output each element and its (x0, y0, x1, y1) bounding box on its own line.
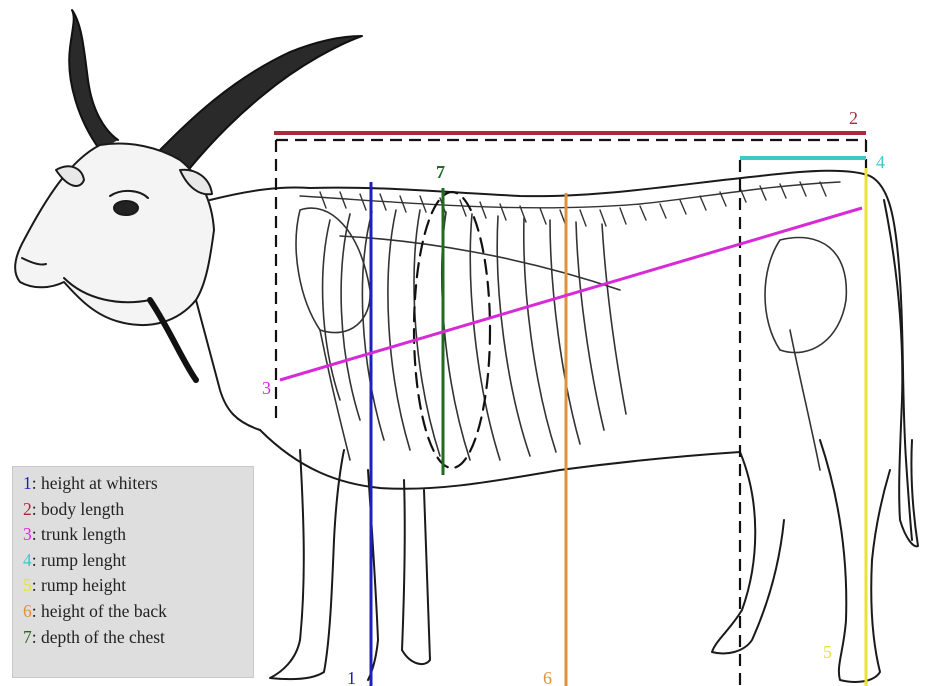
rib-cage (323, 210, 626, 460)
front-leg-right (368, 470, 430, 680)
right-horn (160, 36, 362, 168)
legend-item-number: 6 (23, 601, 32, 621)
legend-item: 4: rump lenght (23, 548, 253, 574)
marker-4: 4 (876, 152, 885, 172)
marker-2: 2 (849, 108, 858, 128)
legend-item-number: 1 (23, 473, 32, 493)
legend-item-number: 7 (23, 627, 32, 647)
tail (884, 200, 918, 546)
marker-6: 6 (543, 668, 552, 686)
body-length-frame (276, 140, 866, 686)
left-horn (69, 10, 118, 150)
legend-item-label: rump lenght (37, 550, 126, 570)
marker-1: 1 (347, 668, 356, 686)
marker-7: 7 (436, 162, 445, 182)
scapula (296, 208, 370, 332)
legend-item-label: height of the back (37, 601, 167, 621)
legend-item-number: 5 (23, 575, 32, 595)
legend-item-number: 2 (23, 499, 32, 519)
legend-item: 5: rump height (23, 573, 253, 599)
humerus (320, 330, 350, 460)
legend-item-label: depth of the chest (37, 627, 165, 647)
marker-5: 5 (823, 642, 832, 662)
marker-3: 3 (262, 378, 271, 398)
front-leg-left (270, 450, 344, 679)
pelvis (765, 238, 846, 353)
back-outline (310, 171, 912, 540)
legend-item: 6: height of the back (23, 599, 253, 625)
legend-item-label: rump height (37, 575, 126, 595)
legend-item-label: body length (37, 499, 125, 519)
hind-leg-left (712, 452, 784, 654)
legend-item-number: 4 (23, 550, 32, 570)
legend-item: 2: body length (23, 497, 253, 523)
legend-item: 1: height at whiters (23, 471, 253, 497)
legend-item: 3: trunk length (23, 522, 253, 548)
legend-item-number: 3 (23, 524, 32, 544)
eye (114, 201, 138, 215)
legend-item-label: trunk length (37, 524, 126, 544)
legend-item: 7: depth of the chest (23, 625, 253, 651)
legend-item-label: height at whiters (37, 473, 158, 493)
